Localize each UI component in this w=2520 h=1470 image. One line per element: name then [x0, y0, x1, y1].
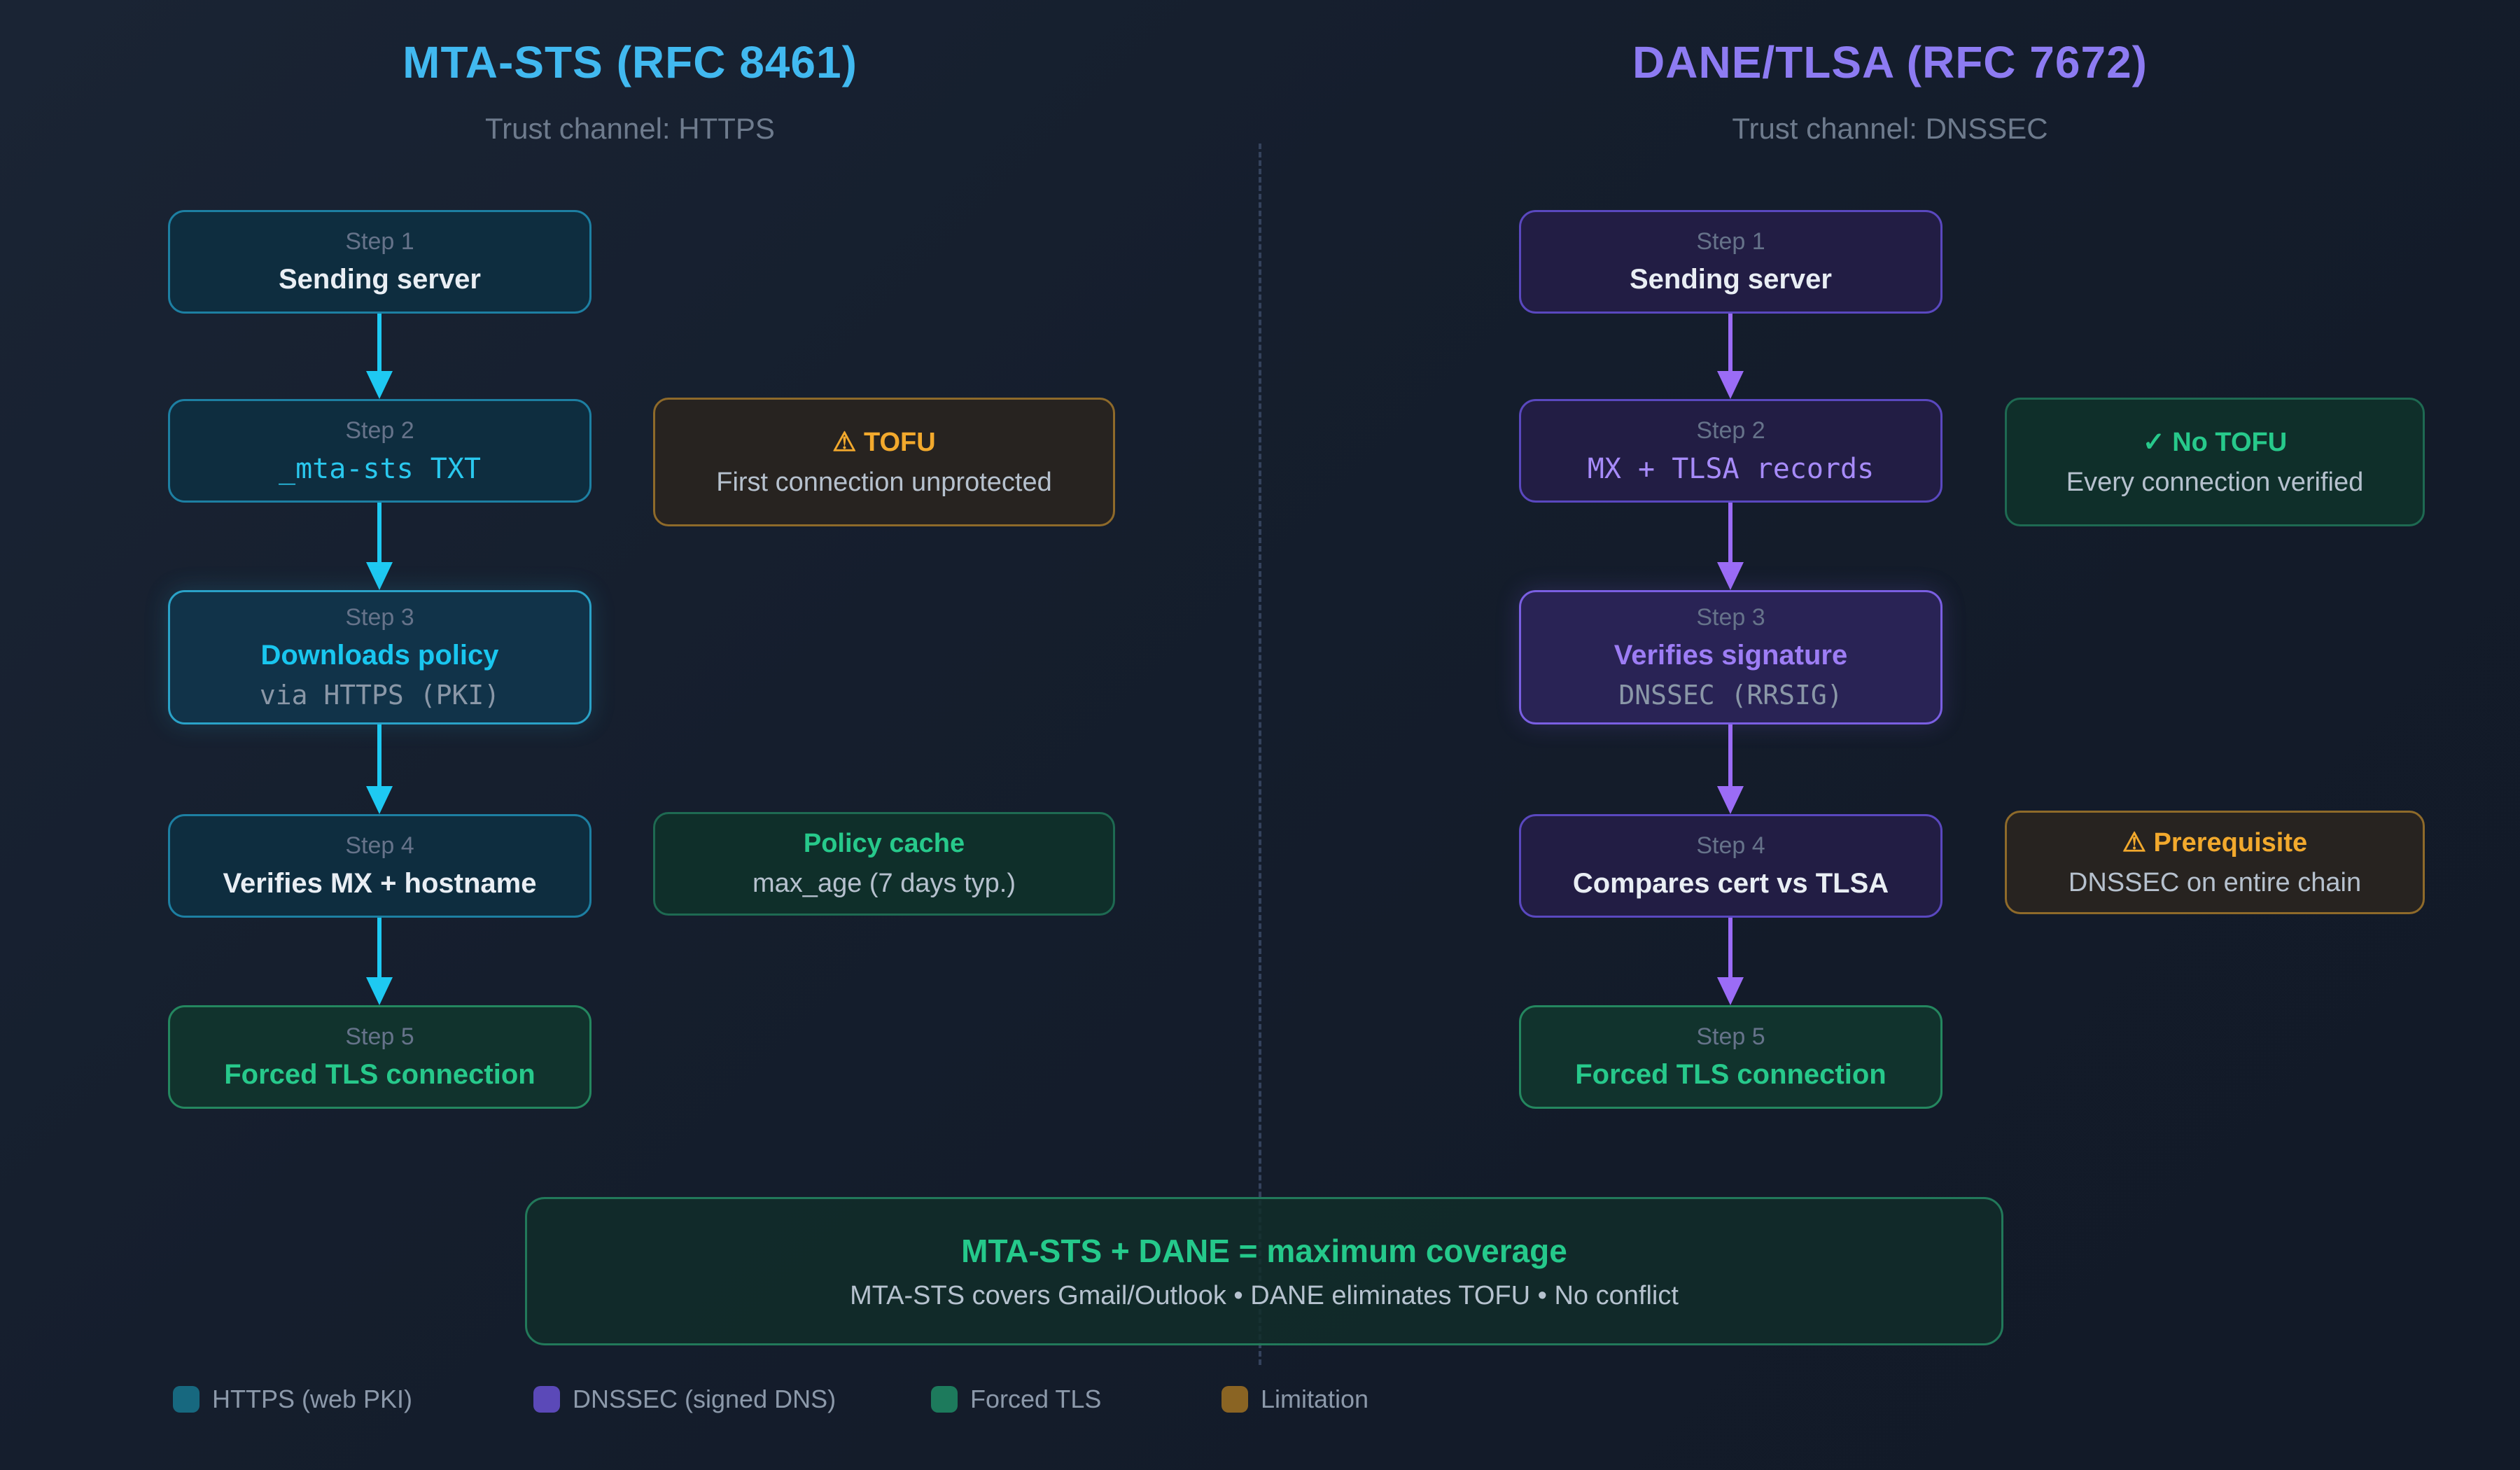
step-label: Step 4	[1696, 832, 1765, 859]
step-title: Verifies signature	[1614, 640, 1848, 671]
arrow-head	[1717, 371, 1744, 399]
tofu-warning-note: ⚠ TOFU First connection unprotected	[653, 398, 1115, 526]
arrow-line	[377, 503, 382, 562]
arrow-head	[1717, 977, 1744, 1005]
forced-tls-color-swatch	[931, 1386, 958, 1413]
arrow-line	[1728, 314, 1732, 371]
step-title: Downloads policy	[260, 640, 499, 671]
note-body: Every connection verified	[2066, 468, 2364, 497]
flow-arrow-down-icon	[1716, 314, 1744, 399]
column-divider-dashed-line	[1259, 144, 1261, 1365]
legend-item-https: HTTPS (web PKI)	[173, 1385, 412, 1414]
note-title: Policy cache	[803, 829, 965, 858]
step-title: MX + TLSA records	[1587, 452, 1875, 485]
policy-cache-note: Policy cache max_age (7 days typ.)	[653, 812, 1115, 916]
prerequisite-note: ⚠ Prerequisite DNSSEC on entire chain	[2005, 811, 2425, 914]
arrow-head	[366, 786, 393, 814]
mta-sts-step-3: Step 3 Downloads policy via HTTPS (PKI)	[168, 590, 592, 724]
mta-sts-step-5: Step 5 Forced TLS connection	[168, 1005, 592, 1109]
summary-banner: MTA-STS + DANE = maximum coverage MTA-ST…	[525, 1197, 2003, 1345]
step-label: Step 4	[345, 832, 414, 859]
mta-sts-title: MTA-STS (RFC 8461)	[402, 37, 858, 88]
dane-subtitle: Trust channel: DNSSEC	[1732, 112, 2048, 145]
note-title: ⚠ Prerequisite	[2122, 827, 2307, 858]
note-body: max_age (7 days typ.)	[752, 869, 1016, 898]
arrow-line	[1728, 918, 1732, 977]
summary-body: MTA-STS covers Gmail/Outlook • DANE elim…	[850, 1280, 1679, 1310]
step-label: Step 5	[345, 1023, 414, 1050]
note-title-text: No TOFU	[2172, 428, 2288, 457]
legend-item-limitation: Limitation	[1222, 1385, 1368, 1414]
step-title: Forced TLS connection	[224, 1059, 536, 1090]
step-subtitle: via HTTPS (PKI)	[259, 680, 500, 710]
arrow-line	[1728, 503, 1732, 562]
dane-step-4: Step 4 Compares cert vs TLSA	[1519, 814, 1942, 918]
step-label: Step 1	[1696, 228, 1765, 255]
step-label: Step 5	[1696, 1023, 1765, 1050]
step-title: Verifies MX + hostname	[223, 868, 537, 899]
warning-icon: ⚠	[832, 428, 857, 457]
step-title: Compares cert vs TLSA	[1572, 868, 1889, 899]
flow-arrow-down-icon	[1716, 724, 1744, 814]
note-title-text: TOFU	[863, 428, 936, 457]
note-body: DNSSEC on entire chain	[2068, 868, 2362, 897]
limitation-color-swatch	[1222, 1386, 1248, 1413]
arrow-head	[1717, 562, 1744, 590]
legend-item-dnssec: DNSSEC (signed DNS)	[533, 1385, 836, 1414]
arrow-line	[377, 918, 382, 977]
step-label: Step 2	[1696, 416, 1765, 444]
dane-step-5: Step 5 Forced TLS connection	[1519, 1005, 1942, 1109]
no-tofu-note: ✓ No TOFU Every connection verified	[2005, 398, 2425, 526]
flow-arrow-down-icon	[365, 503, 393, 590]
flow-arrow-down-icon	[365, 314, 393, 399]
warning-icon: ⚠	[2122, 828, 2146, 858]
check-icon: ✓	[2142, 428, 2165, 457]
step-title: Sending server	[1629, 264, 1832, 295]
flow-arrow-down-icon	[365, 918, 393, 1005]
step-label: Step 1	[345, 228, 414, 255]
mta-sts-subtitle: Trust channel: HTTPS	[485, 112, 775, 145]
step-label: Step 2	[345, 416, 414, 444]
legend-item-forced-tls: Forced TLS	[931, 1385, 1101, 1414]
arrow-line	[377, 724, 382, 786]
legend-label: DNSSEC (signed DNS)	[573, 1385, 836, 1413]
flow-arrow-down-icon	[1716, 918, 1744, 1005]
mta-sts-step-4: Step 4 Verifies MX + hostname	[168, 814, 592, 918]
note-body: First connection unprotected	[716, 468, 1052, 497]
arrow-line	[377, 314, 382, 371]
arrow-head	[366, 977, 393, 1005]
step-title: Forced TLS connection	[1575, 1059, 1886, 1090]
step-title: _mta-sts TXT	[279, 452, 481, 485]
step-subtitle: DNSSEC (RRSIG)	[1618, 680, 1843, 710]
dane-title: DANE/TLSA (RFC 7672)	[1632, 37, 2148, 88]
dane-step-1: Step 1 Sending server	[1519, 210, 1942, 314]
dane-step-2: Step 2 MX + TLSA records	[1519, 399, 1942, 503]
note-title: ⚠ TOFU	[832, 426, 935, 458]
arrow-line	[1728, 724, 1732, 786]
note-title-text: Prerequisite	[2153, 828, 2308, 858]
dane-step-3: Step 3 Verifies signature DNSSEC (RRSIG)	[1519, 590, 1942, 724]
arrow-head	[366, 562, 393, 590]
flow-arrow-down-icon	[365, 724, 393, 814]
step-label: Step 3	[345, 604, 414, 631]
https-color-swatch	[173, 1386, 200, 1413]
legend-label: Forced TLS	[970, 1385, 1102, 1413]
legend-label: HTTPS (web PKI)	[212, 1385, 413, 1413]
arrow-head	[1717, 786, 1744, 814]
summary-title: MTA-STS + DANE = maximum coverage	[961, 1232, 1567, 1269]
arrow-head	[366, 371, 393, 399]
flow-arrow-down-icon	[1716, 503, 1744, 590]
step-label: Step 3	[1696, 604, 1765, 631]
legend-label: Limitation	[1261, 1385, 1369, 1413]
mta-sts-step-2: Step 2 _mta-sts TXT	[168, 399, 592, 503]
step-title: Sending server	[278, 264, 481, 295]
mta-sts-step-1: Step 1 Sending server	[168, 210, 592, 314]
dnssec-color-swatch	[533, 1386, 560, 1413]
note-title: ✓ No TOFU	[2143, 426, 2287, 458]
